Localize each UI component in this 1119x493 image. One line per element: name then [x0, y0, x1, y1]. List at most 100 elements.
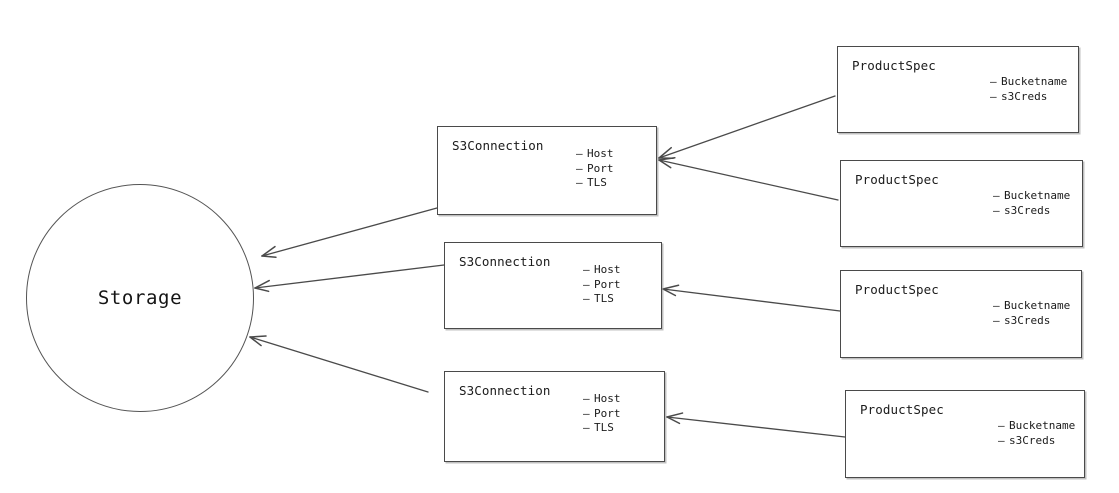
s3connection-attribute-label: Host — [587, 147, 614, 160]
productspec-node-3[interactable]: ProductSpec–Bucketname–s3Creds — [840, 270, 1082, 358]
attribute-dash-icon: – — [583, 263, 590, 276]
attribute-dash-icon: – — [576, 147, 583, 160]
edge-line — [666, 416, 846, 438]
s3connection-attribute: –Host — [583, 392, 621, 407]
productspec-attribute: –Bucketname — [993, 299, 1070, 314]
s3connection-title: S3Connection — [459, 383, 551, 398]
productspec-title: ProductSpec — [855, 282, 939, 297]
attribute-dash-icon: – — [998, 433, 1005, 447]
attribute-dash-icon: – — [990, 89, 997, 103]
productspec-attribute: –Bucketname — [998, 419, 1075, 434]
arrowhead-barb — [261, 255, 277, 259]
productspec-attribute-list: –Bucketname–s3Creds — [993, 189, 1070, 218]
edge-line — [658, 159, 839, 201]
attribute-dash-icon: – — [583, 421, 590, 434]
productspec-1-to-s3conn-1 — [658, 95, 836, 160]
s3connection-attribute: –Port — [576, 162, 614, 177]
arrowhead-barb — [254, 287, 270, 293]
productspec-title: ProductSpec — [855, 172, 939, 187]
attribute-dash-icon: – — [993, 313, 1000, 327]
productspec-attribute-label: s3Creds — [1004, 203, 1051, 217]
attribute-dash-icon: – — [993, 189, 1000, 202]
productspec-attribute-label: s3Creds — [1009, 433, 1056, 447]
s3connection-node-1[interactable]: S3Connection–Host–Port–TLS — [437, 126, 657, 215]
productspec-attribute-label: Bucketname — [1009, 419, 1076, 432]
arrowhead-barb — [254, 279, 270, 289]
edge-line — [249, 336, 429, 393]
arrowhead-barb — [249, 336, 262, 347]
productspec-attribute-label: Bucketname — [1004, 299, 1071, 312]
productspec-3-to-s3conn-2 — [662, 284, 841, 312]
s3connection-attribute: –TLS — [576, 176, 614, 191]
edge-line — [261, 207, 438, 257]
attribute-dash-icon: – — [583, 406, 590, 420]
edge-line — [254, 264, 445, 289]
attribute-dash-icon: – — [583, 392, 590, 405]
s3connection-attribute-list: –Host–Port–TLS — [583, 263, 621, 307]
productspec-attribute: –s3Creds — [993, 204, 1070, 219]
s3connection-attribute-label: TLS — [587, 176, 607, 189]
productspec-attribute: –Bucketname — [990, 75, 1067, 90]
productspec-attribute: –s3Creds — [993, 314, 1070, 329]
productspec-attribute-label: Bucketname — [1001, 75, 1068, 88]
s3conn-1-to-storage — [261, 207, 438, 259]
arrowhead-barb — [249, 335, 267, 338]
arrowhead-barb — [658, 159, 672, 169]
arrowhead-barb — [658, 146, 673, 159]
productspec-node-4[interactable]: ProductSpec–Bucketname–s3Creds — [845, 390, 1085, 478]
attribute-dash-icon: – — [993, 299, 1000, 312]
productspec-attribute-list: –Bucketname–s3Creds — [998, 419, 1075, 448]
arrowhead-barb — [666, 416, 681, 425]
s3connection-attribute: –Host — [576, 147, 614, 162]
s3conn-2-to-storage — [254, 264, 445, 293]
attribute-dash-icon: – — [583, 277, 590, 291]
s3connection-attribute-label: Host — [594, 392, 621, 405]
edge-line — [658, 95, 836, 159]
s3connection-attribute-label: Port — [594, 277, 621, 291]
storage-label: Storage — [97, 287, 183, 309]
s3connection-node-2[interactable]: S3Connection–Host–Port–TLS — [444, 242, 662, 329]
attribute-dash-icon: – — [993, 203, 1000, 217]
productspec-title: ProductSpec — [860, 402, 944, 417]
productspec-title: ProductSpec — [852, 58, 936, 73]
s3connection-attribute-label: Host — [594, 263, 621, 276]
s3connection-attribute: –Port — [583, 278, 621, 293]
productspec-attribute: –s3Creds — [998, 434, 1075, 449]
productspec-attribute-list: –Bucketname–s3Creds — [993, 299, 1070, 328]
attribute-dash-icon: – — [583, 292, 590, 305]
arrowhead-barb — [658, 157, 676, 161]
s3connection-attribute: –TLS — [583, 421, 621, 436]
s3connection-title: S3Connection — [452, 138, 544, 153]
productspec-node-1[interactable]: ProductSpec–Bucketname–s3Creds — [837, 46, 1079, 133]
productspec-attribute-list: –Bucketname–s3Creds — [990, 75, 1067, 104]
arrowhead-barb — [662, 288, 677, 297]
storage-node[interactable]: Storage — [26, 184, 254, 412]
s3connection-attribute-label: TLS — [594, 421, 614, 434]
s3connection-attribute-label: TLS — [594, 292, 614, 305]
arrowhead-barb — [662, 284, 680, 290]
s3connection-attribute-label: Port — [587, 161, 614, 175]
s3conn-3-to-storage — [249, 335, 429, 393]
s3connection-attribute-label: Port — [594, 406, 621, 420]
s3connection-attribute: –Port — [583, 407, 621, 422]
edge-line — [662, 288, 841, 312]
productspec-attribute-label: Bucketname — [1004, 189, 1071, 202]
productspec-node-2[interactable]: ProductSpec–Bucketname–s3Creds — [840, 160, 1083, 247]
productspec-attribute-label: s3Creds — [1004, 313, 1051, 327]
productspec-attribute-label: s3Creds — [1001, 89, 1048, 103]
arrowhead-barb — [261, 245, 276, 257]
attribute-dash-icon: – — [576, 161, 583, 175]
s3connection-attribute: –Host — [583, 263, 621, 278]
s3connection-attribute-list: –Host–Port–TLS — [576, 147, 614, 191]
productspec-2-to-s3conn-1 — [658, 157, 839, 201]
attribute-dash-icon: – — [998, 419, 1005, 432]
attribute-dash-icon: – — [576, 176, 583, 189]
s3connection-node-3[interactable]: S3Connection–Host–Port–TLS — [444, 371, 665, 462]
attribute-dash-icon: – — [990, 75, 997, 88]
s3connection-title: S3Connection — [459, 254, 551, 269]
productspec-attribute: –s3Creds — [990, 90, 1067, 105]
s3connection-attribute: –TLS — [583, 292, 621, 307]
productspec-4-to-s3conn-3 — [666, 412, 846, 438]
productspec-attribute: –Bucketname — [993, 189, 1070, 204]
